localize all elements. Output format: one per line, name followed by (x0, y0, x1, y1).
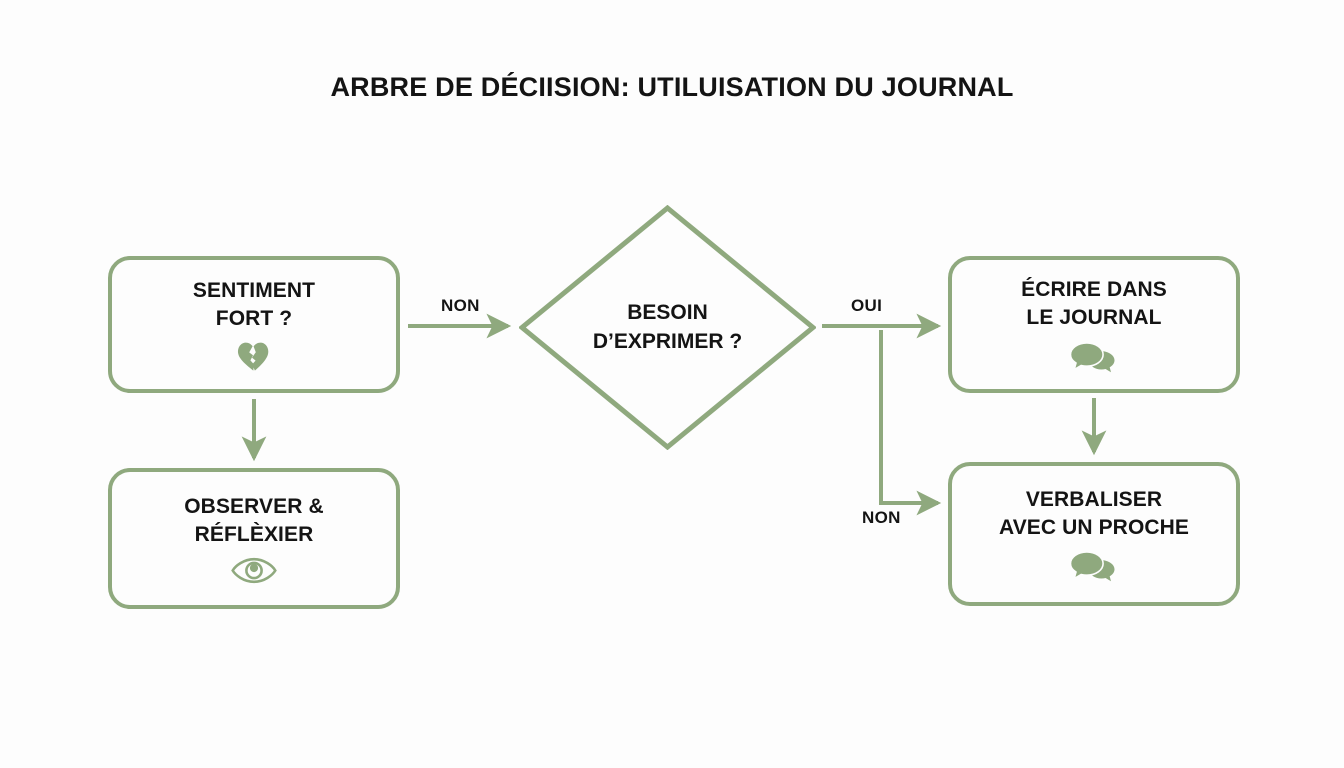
edge-label-oui: OUI (851, 296, 883, 315)
node-verbaliser-proche[interactable]: VERBALISER AVEC UN PROCHE (948, 462, 1240, 606)
edge-label-non-verbaliser: NON (862, 508, 901, 527)
edge-besoin-to-verbaliser (879, 330, 942, 516)
node-sentiment-fort[interactable]: SENTIMENT FORT ? (108, 256, 400, 393)
diamond-shape (518, 204, 817, 451)
edge-label-non-sentiment: NON (441, 296, 480, 315)
node-label: ÉCRIRE DANS LE JOURNAL (1021, 278, 1167, 329)
speech-bubbles-icon (1069, 341, 1118, 373)
page-title: ARBRE DE DÉCIISION: UTILUISATION DU JOUR… (330, 72, 1014, 102)
node-label: SENTIMENT FORT ? (192, 278, 316, 330)
node-label: BESOIN D’EXPRIMER ? (592, 300, 743, 353)
node-observer-reflexier[interactable]: OBSERVER & RÉFLÈXIER (108, 468, 400, 609)
node-label: OBSERVER & RÉFLÈXIER (184, 494, 324, 546)
speech-bubbles-icon (1069, 550, 1118, 582)
broken-heart-icon (237, 341, 271, 372)
node-label: VERBALISER AVEC UN PROCHE (998, 487, 1190, 539)
eye-icon (231, 557, 277, 584)
node-ecrire-journal[interactable]: ÉCRIRE DANS LE JOURNAL (948, 256, 1240, 393)
node-besoin-exprimer[interactable]: BESOIN D’EXPRIMER ? (518, 204, 817, 451)
